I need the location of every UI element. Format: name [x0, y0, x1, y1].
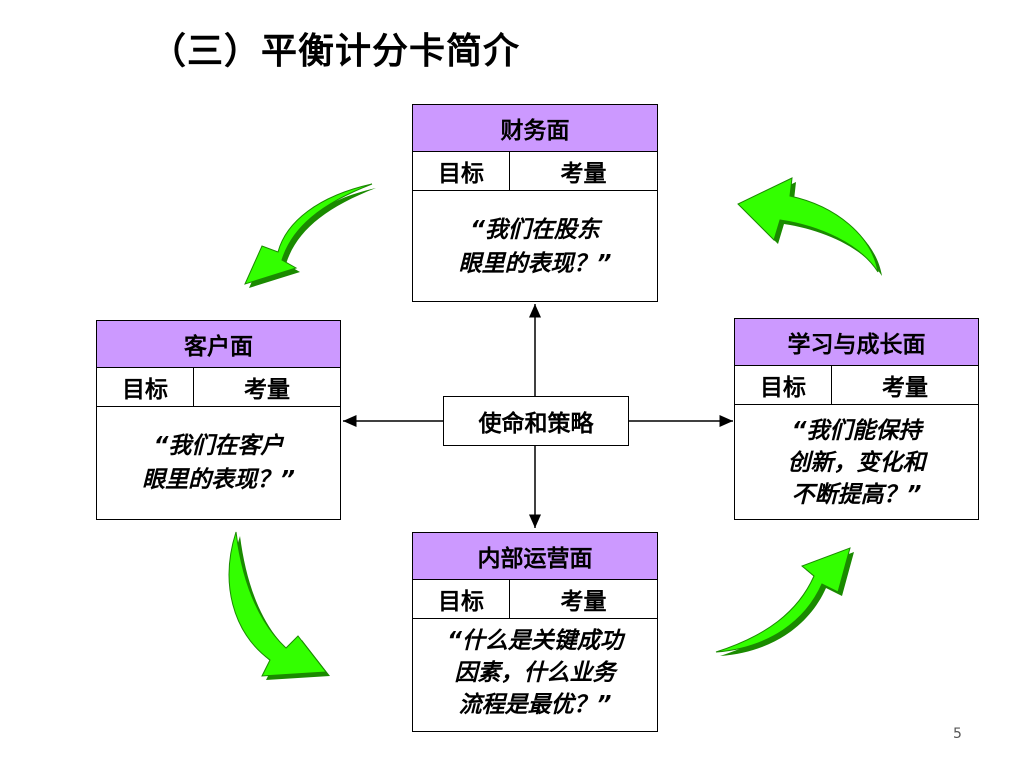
finance-card: 财务面 目标 考量 “我们在股东 眼里的表现？” — [412, 104, 658, 302]
finance-header: 财务面 — [413, 105, 657, 152]
learning-col-goal: 目标 — [735, 366, 832, 404]
internal-col-measure: 考量 — [560, 589, 607, 615]
finance-col-measure: 考量 — [560, 161, 607, 187]
customer-header: 客户面 — [97, 321, 340, 368]
arrow-finance-to-customer — [244, 183, 376, 288]
learning-card: 学习与成长面 目标 考量 “我们能保持 创新，变化和 不断提高？” — [734, 318, 979, 520]
internal-columns: 目标 考量 — [413, 580, 657, 619]
customer-columns: 目标 考量 — [97, 368, 340, 407]
learning-question: “我们能保持 创新，变化和 不断提高？” — [787, 418, 926, 508]
learning-header: 学习与成长面 — [735, 319, 978, 366]
page-title: （三）平衡计分卡简介 — [150, 31, 521, 72]
arrow-internal-to-learning — [715, 547, 854, 656]
internal-card: 内部运营面 目标 考量 “什么是关键成功 因素，什么业务 流程是最优？” — [412, 532, 658, 732]
internal-header: 内部运营面 — [413, 533, 657, 580]
finance-question: “我们在股东 眼里的表现？” — [458, 217, 612, 277]
customer-col-measure: 考量 — [244, 377, 290, 403]
finance-columns: 目标 考量 — [413, 152, 657, 191]
page-number: 5 — [953, 726, 962, 742]
learning-columns: 目标 考量 — [735, 366, 978, 405]
customer-card: 客户面 目标 考量 “我们在客户 眼里的表现？” — [96, 320, 341, 520]
mission-strategy-box: 使命和策略 — [443, 396, 629, 446]
internal-question: “什么是关键成功 因素，什么业务 流程是最优？” — [447, 628, 623, 718]
arrow-learning-to-finance — [737, 177, 882, 276]
internal-col-goal: 目标 — [413, 580, 510, 618]
finance-col-goal: 目标 — [413, 152, 510, 190]
customer-question: “我们在客户 眼里的表现？” — [142, 433, 295, 493]
learning-col-measure: 考量 — [882, 375, 928, 401]
arrow-customer-to-internal — [228, 531, 330, 680]
customer-col-goal: 目标 — [97, 368, 194, 406]
